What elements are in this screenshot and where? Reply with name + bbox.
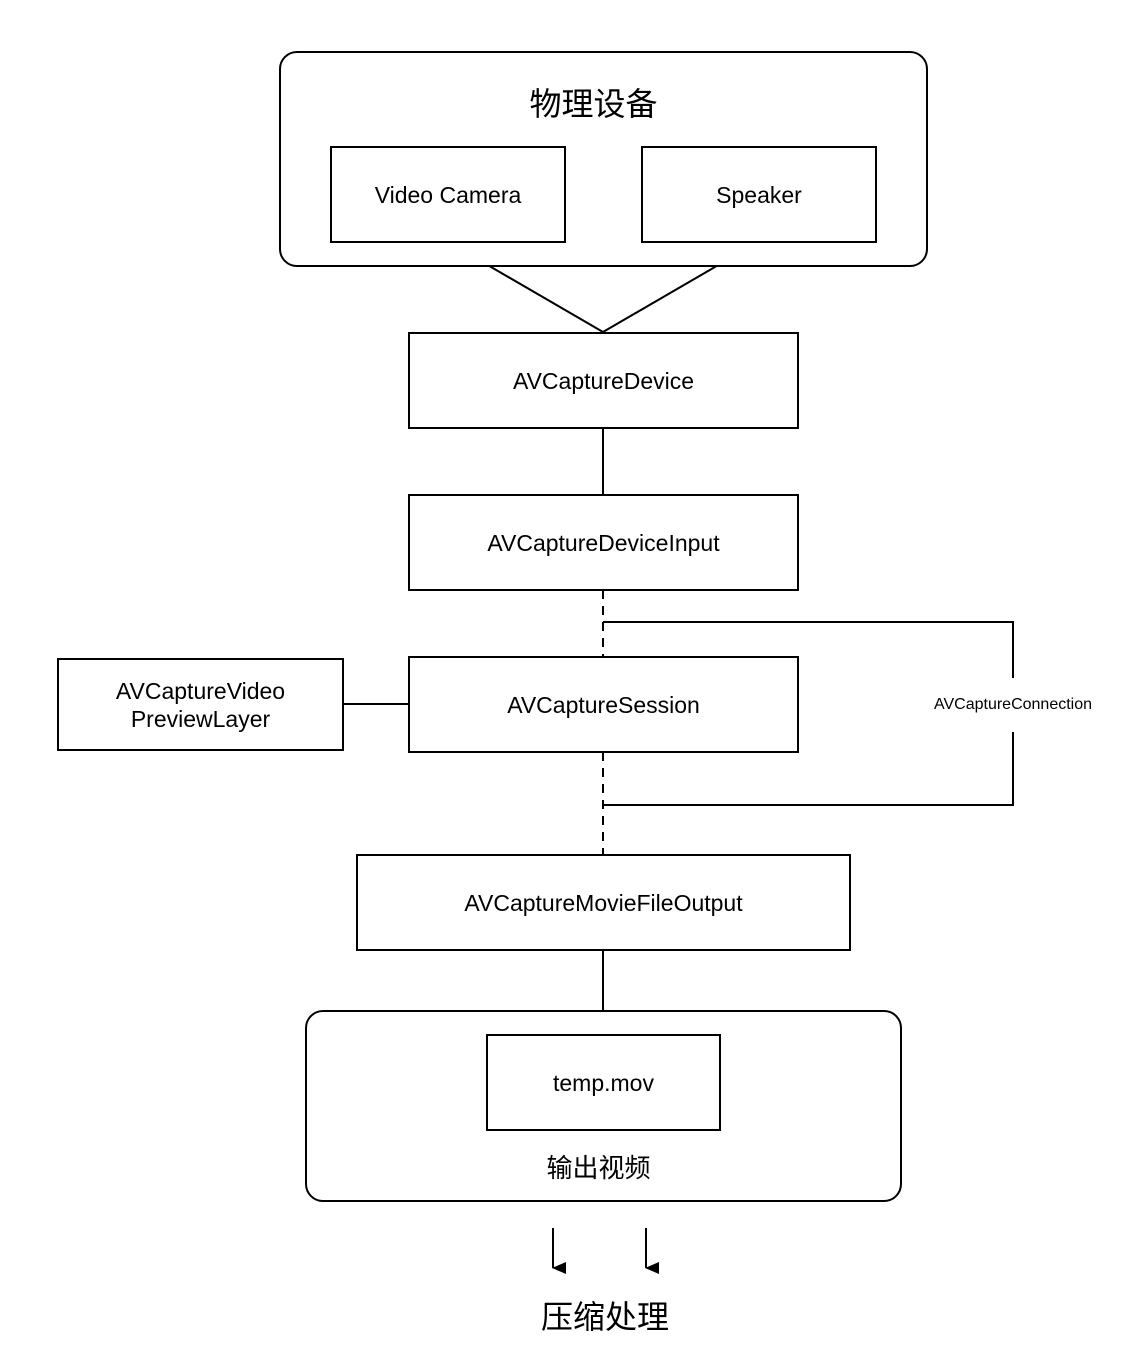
video-camera-box: Video Camera [330,146,566,243]
output-video-title: 输出视频 [546,1154,651,1184]
device-input-box: AVCaptureDeviceInput [408,494,799,591]
physical-devices-title: 物理设备 [529,85,658,123]
temp-mov-box: temp.mov [486,1034,721,1131]
capture-device-box: AVCaptureDevice [408,332,799,429]
preview-layer-label-line2: PreviewLayer [130,705,271,732]
compression-title: 压缩处理 [540,1298,669,1336]
speaker-box: Speaker [641,146,877,243]
session-box: AVCaptureSession [408,656,799,753]
movie-file-output-box: AVCaptureMovieFileOutput [356,854,851,951]
preview-layer-box: AVCaptureVideo PreviewLayer [57,658,344,751]
connection-label: AVCaptureConnection [923,678,1103,732]
preview-layer-label-line1: AVCaptureVideo [115,677,286,704]
